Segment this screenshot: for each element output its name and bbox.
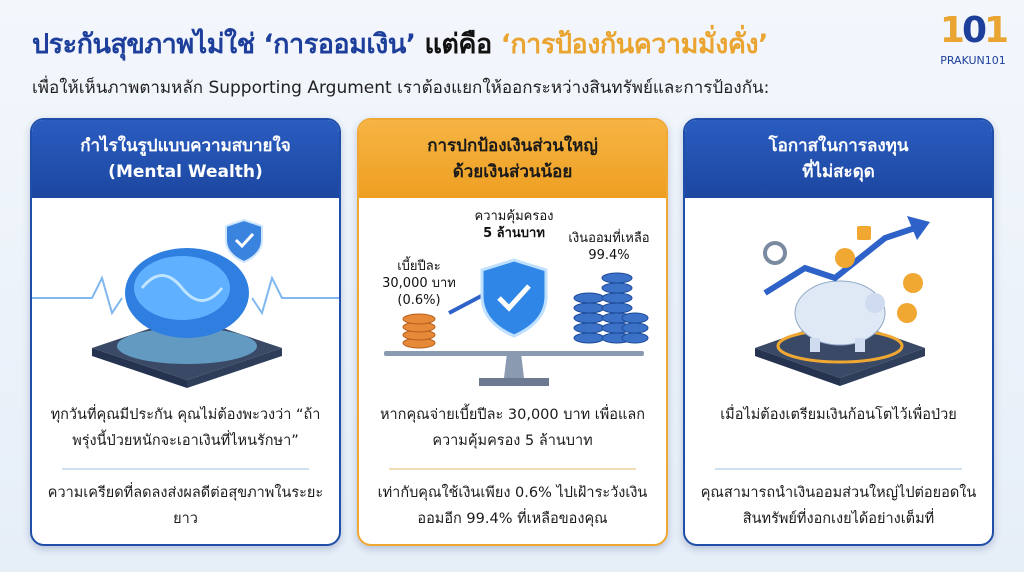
- card-text-primary: หากคุณจ่ายเบี้ยปีละ 30,000 บาท เพื่อแลกค…: [379, 407, 645, 449]
- card-header: การปกป้องเงินส่วนใหญ่ด้วยเงินส่วนน้อย: [359, 120, 666, 198]
- card-title: การปกป้องเงินส่วนใหญ่: [427, 136, 598, 156]
- card-title: โอกาสในการลงทุน: [768, 136, 909, 156]
- divider: [389, 468, 636, 470]
- premium-label: เบี้ยปีละ: [397, 259, 441, 274]
- page-subtitle: เพื่อให้เห็นภาพตามหลัก Supporting Argume…: [32, 78, 770, 98]
- logo-name: PRAKUN101: [940, 54, 1006, 67]
- card-text-secondary: เท่ากับคุณใช้เงินเพียง 0.6% ไปเฝ้าระวังเ…: [377, 485, 648, 527]
- title-part2: แต่คือ: [415, 29, 501, 60]
- balance-scale-icon: ความคุ้มครอง 5 ล้านบาท เบี้ยปีละ 30,000 บา…: [359, 198, 666, 398]
- logo-digit: 1: [939, 10, 965, 51]
- divider: [62, 468, 309, 470]
- card-title: กำไรในรูปแบบความสบายใจ: [80, 136, 291, 156]
- card-header: โอกาสในการลงทุนที่ไม่สะดุด: [685, 120, 992, 198]
- page-title: ประกันสุขภาพไม่ใช่ ‘การออมเงิน’ แต่คือ ‘…: [32, 22, 768, 65]
- logo-digit: 0: [961, 10, 987, 51]
- logo: 101 PRAKUN101: [938, 10, 1009, 68]
- premium-value: 30,000 บาท: [382, 276, 456, 291]
- card-text-secondary: คุณสามารถนำเงินออมส่วนใหญ่ไปต่อยอดในสินท…: [700, 485, 977, 527]
- card-mental-wealth: กำไรในรูปแบบความสบายใจ (Mental Wealth) ทุ…: [30, 118, 341, 546]
- card-title: ที่ไม่สะดุด: [802, 162, 875, 182]
- card-title: ด้วยเงินส่วนน้อย: [452, 162, 573, 182]
- brain-shield-icon: [32, 198, 339, 398]
- piggy-bank-growth-icon: [685, 198, 992, 398]
- coverage-value: 5 ล้านบาท: [483, 226, 545, 241]
- coverage-label: ความคุ้มครอง: [474, 209, 554, 224]
- logo-digit: 1: [984, 10, 1009, 51]
- card-protection: การปกป้องเงินส่วนใหญ่ด้วยเงินส่วนน้อย คว…: [357, 118, 668, 546]
- card-header: กำไรในรูปแบบความสบายใจ (Mental Wealth): [32, 120, 339, 198]
- card-text-primary: ทุกวันที่คุณมีประกัน คุณไม่ต้องพะวงว่า “…: [50, 407, 321, 449]
- title-part1: ประกันสุขภาพไม่ใช่ ‘การออมเงิน’: [32, 29, 416, 60]
- card-text-primary: เมื่อไม่ต้องเตรียมเงินก้อนโตไว้เพื่อป่วย: [720, 407, 957, 423]
- savings-percent: 99.4%: [588, 248, 630, 263]
- card-text-secondary: ความเครียดที่ลดลงส่งผลดีต่อสุขภาพในระยะย…: [47, 485, 324, 527]
- premium-percent: (0.6%): [397, 293, 441, 308]
- card-investment: โอกาสในการลงทุนที่ไม่สะดุด เมื่อไม่ต้องเ…: [683, 118, 994, 546]
- title-part3: ‘การป้องกันความมั่งคั่ง’: [500, 29, 769, 60]
- savings-label: เงินออมที่เหลือ: [568, 231, 650, 246]
- divider: [715, 468, 962, 470]
- card-title: (Mental Wealth): [108, 162, 263, 182]
